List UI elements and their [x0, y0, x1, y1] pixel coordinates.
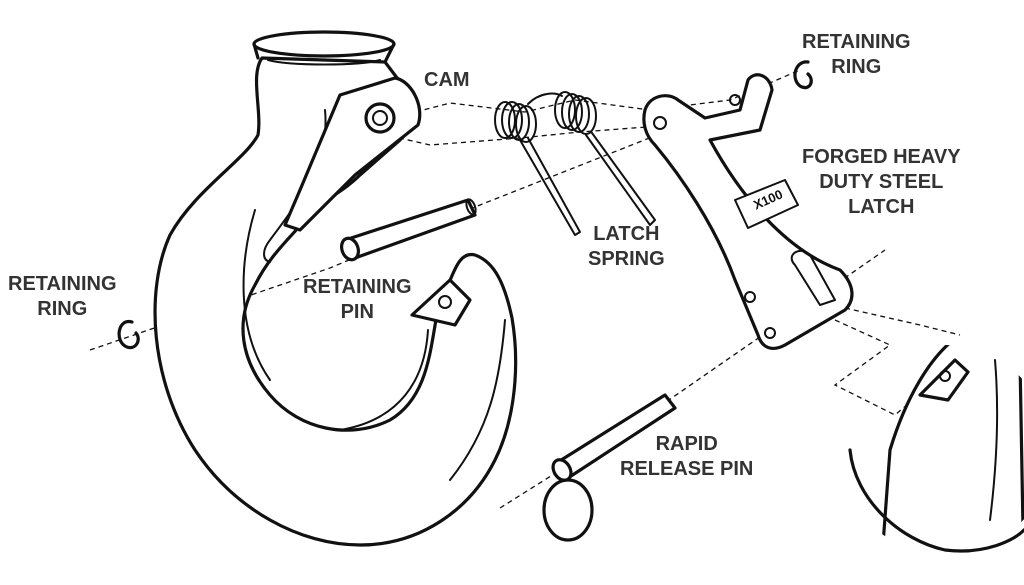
label-cam: CAM — [424, 69, 470, 91]
retaining-ring-top-part — [793, 60, 813, 90]
inset-hook-tip — [848, 345, 1024, 555]
retaining-pin-part — [339, 198, 477, 262]
label-retaining-pin: RETAINING PIN — [303, 276, 412, 323]
retaining-ring-left-part — [117, 320, 140, 350]
rapid-release-pin-part — [542, 393, 677, 542]
hook-body — [153, 30, 518, 547]
label-rapid-release-pin: RAPID RELEASE PIN — [620, 433, 754, 480]
label-retaining-ring-left: RETAINING RING — [8, 273, 117, 320]
label-latch-spring: LATCH SPRING — [588, 223, 665, 270]
latch-spring-part — [494, 91, 656, 236]
forged-latch-part — [642, 73, 854, 350]
label-forged-latch: FORGED HEAVY DUTY STEEL LATCH — [802, 146, 961, 218]
label-retaining-ring-top: RETAINING RING — [802, 31, 911, 78]
